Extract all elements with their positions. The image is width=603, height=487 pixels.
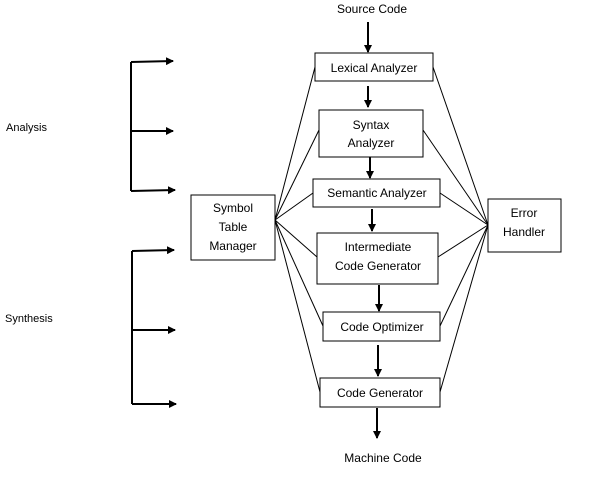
- intermediate-code-generator-label-line1: Intermediate: [345, 240, 412, 254]
- code-optimizer-label: Code Optimizer: [340, 320, 423, 334]
- semantic-analyzer-box: [312, 178, 441, 208]
- machine-code-label: Machine Code: [344, 451, 422, 465]
- flow-arrows: [364, 22, 383, 439]
- error-handler-label-line1: Error: [511, 206, 538, 220]
- error-handler-connectors: [422, 66, 489, 393]
- analysis-label: Analysis: [6, 122, 47, 134]
- intermediate-code-generator-label-line2: Code Generator: [335, 259, 421, 273]
- intermediate-code-generator-box: [316, 232, 439, 285]
- syntax-analyzer-label-line1: Syntax: [353, 118, 390, 132]
- lexical-analyzer-label: Lexical Analyzer: [331, 61, 418, 75]
- symbol-table-manager-label-line2: Table: [219, 220, 248, 234]
- code-generator-box: [319, 377, 441, 408]
- synthesis-label: Synthesis: [5, 313, 53, 325]
- symbol-table-manager-label-line3: Manager: [209, 239, 256, 253]
- lexical-analyzer-box: [314, 52, 434, 82]
- code-generator-label: Code Generator: [337, 386, 423, 400]
- synthesis-bracket: [131, 246, 177, 408]
- symbol-table-manager-label-line1: Symbol: [213, 201, 253, 215]
- analysis-bracket: [130, 57, 176, 195]
- error-handler-box: [487, 198, 562, 253]
- symbol-table-connectors: [274, 66, 324, 393]
- syntax-analyzer-label-line2: Analyzer: [348, 136, 395, 150]
- semantic-analyzer-label: Semantic Analyzer: [327, 186, 426, 200]
- source-code-label: Source Code: [337, 2, 407, 16]
- error-handler-label-line2: Handler: [503, 225, 545, 239]
- symbol-table-manager-box: [190, 194, 276, 261]
- code-optimizer-box: [322, 311, 441, 342]
- syntax-analyzer-box: [318, 109, 424, 158]
